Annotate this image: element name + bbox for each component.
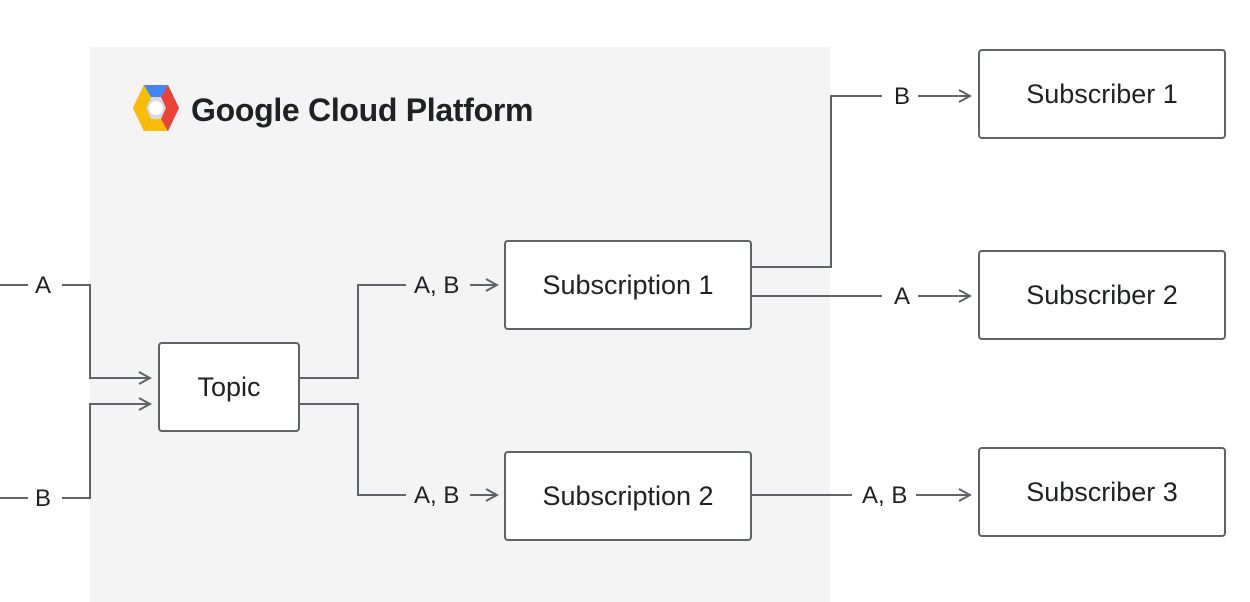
subscriber-1-label: Subscriber 1 xyxy=(1026,78,1178,109)
edge-label-topic-sub1: A, B xyxy=(412,272,462,299)
subscription-1-node[interactable]: Subscription 1 xyxy=(504,240,752,330)
subscriber-3-label: Subscriber 3 xyxy=(1026,476,1178,507)
subscription-1-label: Subscription 1 xyxy=(542,269,714,300)
topic-label: Topic xyxy=(197,371,261,402)
edge-label-sub2-subscriber3: A, B xyxy=(860,482,910,509)
platform-title: Google Cloud Platform xyxy=(191,91,534,128)
google-cloud-hexagon-icon xyxy=(133,83,179,138)
subscription-2-label: Subscription 2 xyxy=(542,480,714,511)
subscriber-2-label: Subscriber 2 xyxy=(1026,279,1178,310)
edge-sub1-subscriber1 xyxy=(752,95,882,268)
edge-label-sub1-subscriber2: A xyxy=(892,283,913,310)
edge-topic-sub1 xyxy=(300,284,406,379)
edge-topic-sub2 xyxy=(300,403,406,496)
subscription-2-node[interactable]: Subscription 2 xyxy=(504,451,752,541)
edge-input-b xyxy=(62,404,150,499)
topic-node[interactable]: Topic xyxy=(158,342,300,432)
subscriber-2-node[interactable]: Subscriber 2 xyxy=(978,250,1226,340)
subscriber-3-node[interactable]: Subscriber 3 xyxy=(978,447,1226,537)
gcp-header: Google Cloud Platform xyxy=(133,84,533,136)
edge-input-a xyxy=(62,284,150,378)
edge-label-input-b: B xyxy=(33,485,54,512)
edge-label-topic-sub2: A, B xyxy=(412,482,462,509)
subscriber-1-node[interactable]: Subscriber 1 xyxy=(978,49,1226,139)
edge-label-sub1-subscriber1: B xyxy=(892,83,913,110)
edge-label-input-a: A xyxy=(33,272,54,299)
